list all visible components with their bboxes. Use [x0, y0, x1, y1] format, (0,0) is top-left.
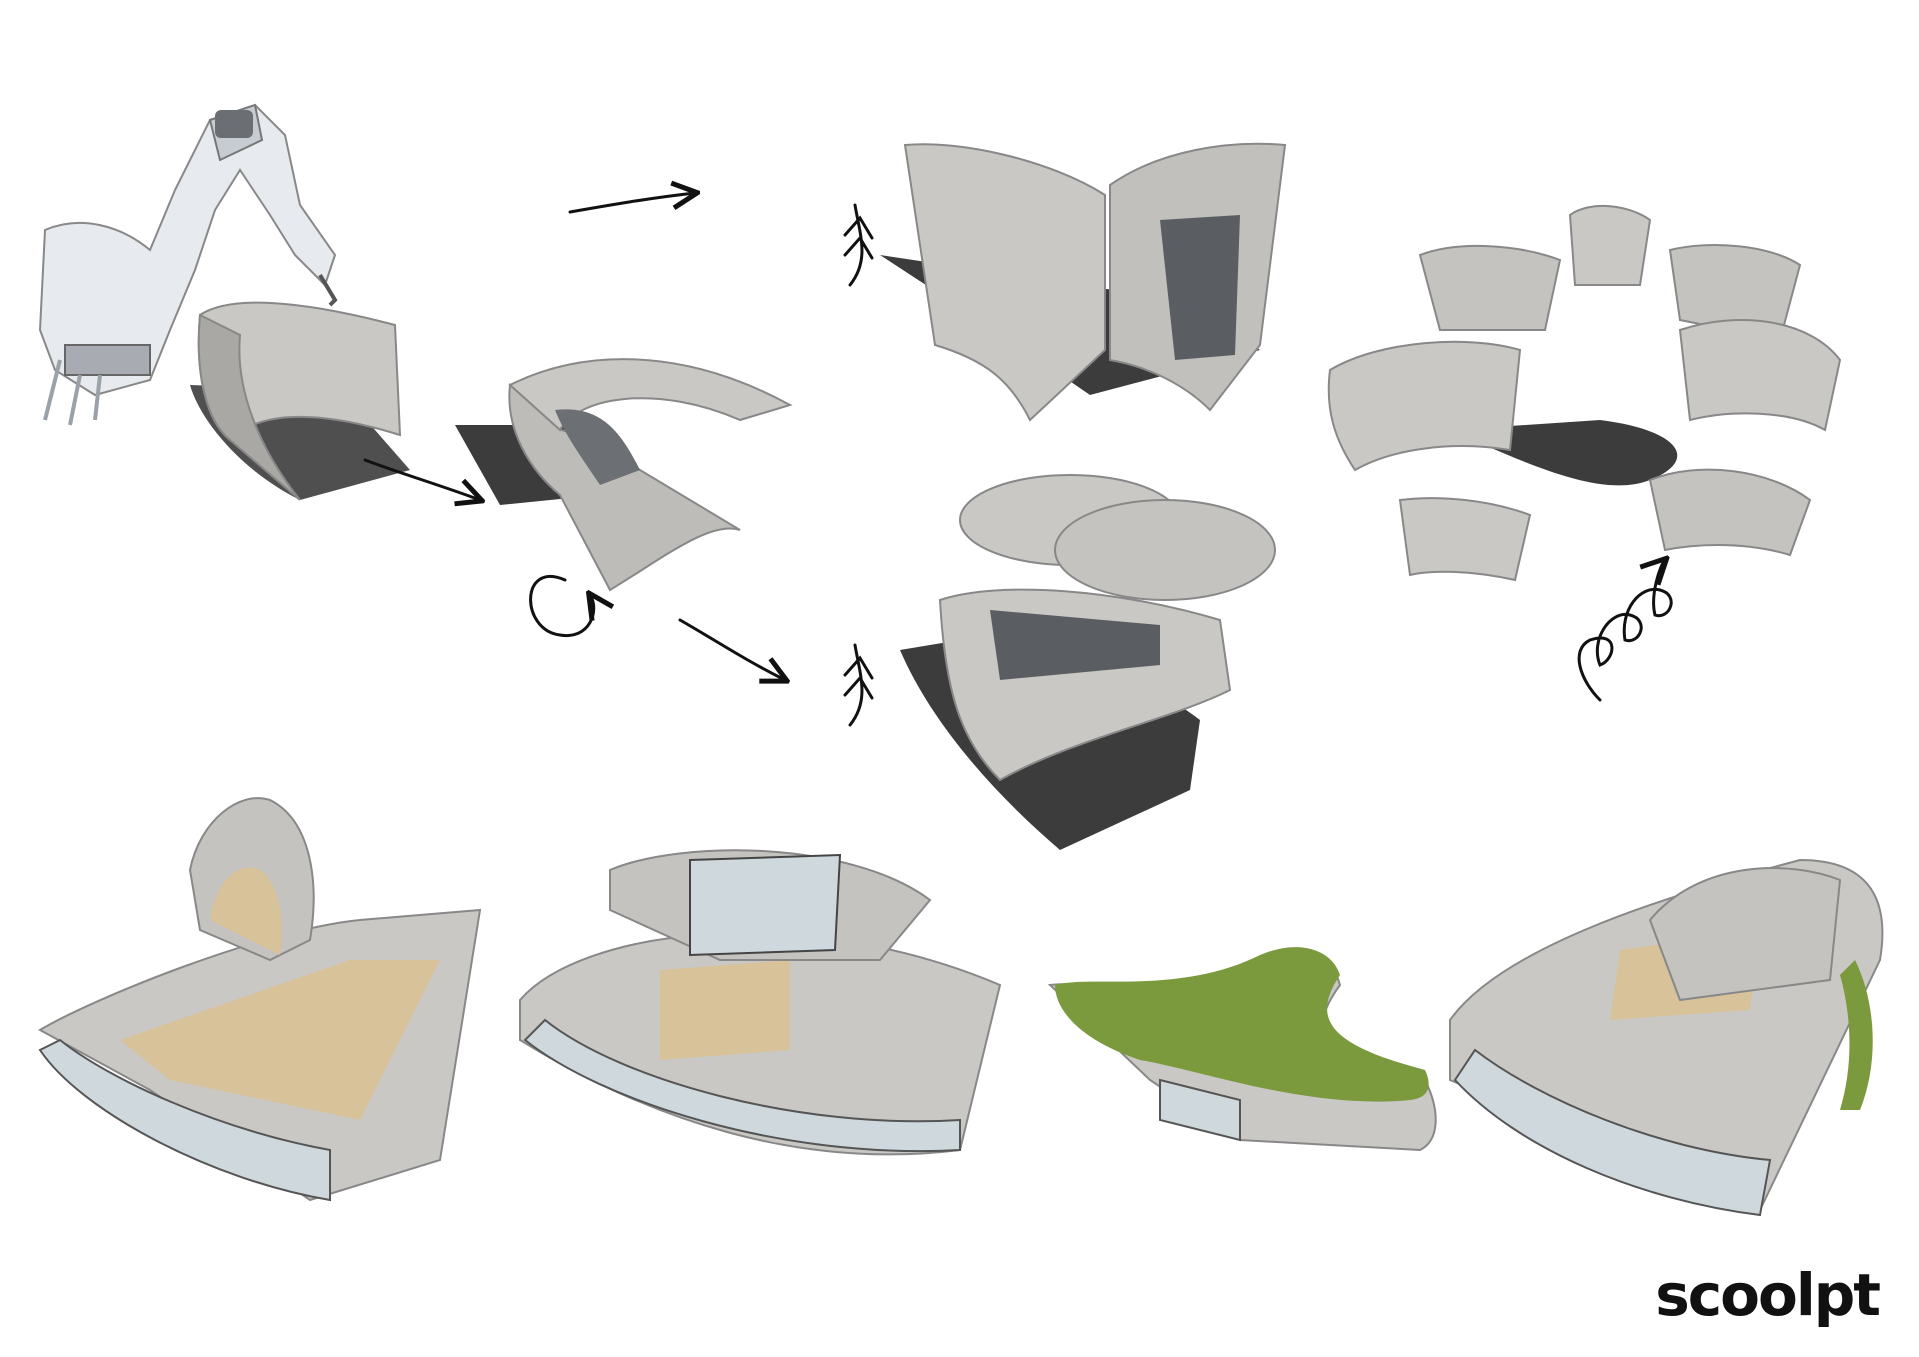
flower-cluster-module — [1327, 204, 1842, 582]
folded-arch-module — [455, 358, 793, 592]
rotate-arrow — [529, 575, 594, 637]
arrow-right-top — [568, 193, 695, 214]
arrow-diagonal-lower — [678, 618, 785, 680]
arrow-diagonal-middle — [363, 458, 480, 500]
interlocking-loops-module — [900, 474, 1276, 850]
stack-arrow-lower — [843, 643, 874, 727]
arch-pavilion — [37, 797, 482, 1202]
green-roof-pavilion — [1047, 947, 1437, 1152]
robot-arm-printer — [38, 103, 338, 426]
curved-roof-house — [1449, 858, 1884, 1217]
curved-wall-module — [190, 301, 410, 501]
scoolpt-logo: scoolpt — [1655, 1261, 1881, 1329]
spiral-arrow — [1577, 560, 1673, 702]
double-curve-walls-module — [880, 142, 1287, 422]
stack-arrow-upper — [843, 203, 874, 287]
process-arrows — [363, 193, 1673, 727]
glass-roof-pavilion — [519, 849, 1002, 1156]
